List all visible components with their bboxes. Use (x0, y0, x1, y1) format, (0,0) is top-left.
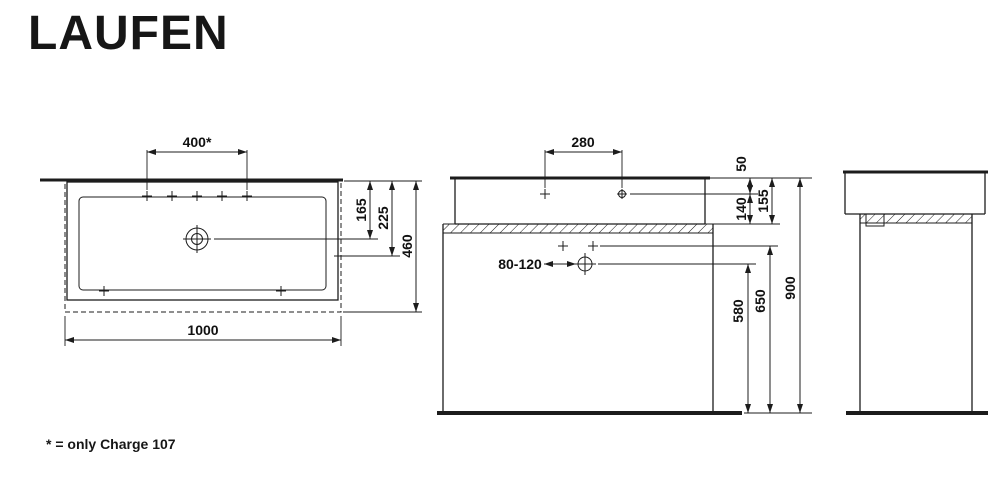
dim-faucet-hole-spacing: 280 (571, 134, 595, 150)
basin-bowl-outline (78, 196, 327, 291)
corner-marks (99, 286, 286, 296)
dim-drain-center-depth: 165 (353, 198, 369, 222)
dim-tap-hole-spacing: 400* (183, 134, 212, 150)
dim-fixing-bolt-height: 650 (752, 289, 768, 313)
dim-overall-width: 1000 (187, 322, 218, 338)
footnote: * = only Charge 107 (46, 436, 176, 452)
dim-drain-outlet-height: 580 (730, 299, 746, 323)
drain-outlet-symbol (574, 253, 596, 275)
dim-rim-to-deck: 50 (733, 156, 749, 172)
dim-basin-height: 155 (755, 189, 771, 213)
drain-symbol (183, 225, 211, 253)
dim-rim-height: 900 (782, 276, 798, 300)
laufen-logo: LAUFEN (28, 7, 229, 60)
wall-hatch (443, 224, 713, 233)
fixing-hole-marks (558, 241, 598, 251)
overall-boundary-dashed (64, 178, 342, 313)
front-view: 280 80-120 (437, 134, 812, 415)
dim-inner-depth: 225 (375, 206, 391, 230)
basin-outline (66, 181, 339, 301)
dim-overall-depth: 460 (399, 234, 415, 258)
side-view (843, 170, 988, 415)
dim-deck-to-base: 140 (733, 197, 749, 221)
side-wall-hatch (860, 214, 972, 223)
tap-hole-marks (142, 191, 252, 201)
faucet-hole-marks (540, 189, 627, 199)
top-view: 400* 1000 165 225 460 (40, 134, 422, 346)
dim-fixing-range: 80-120 (498, 256, 542, 272)
